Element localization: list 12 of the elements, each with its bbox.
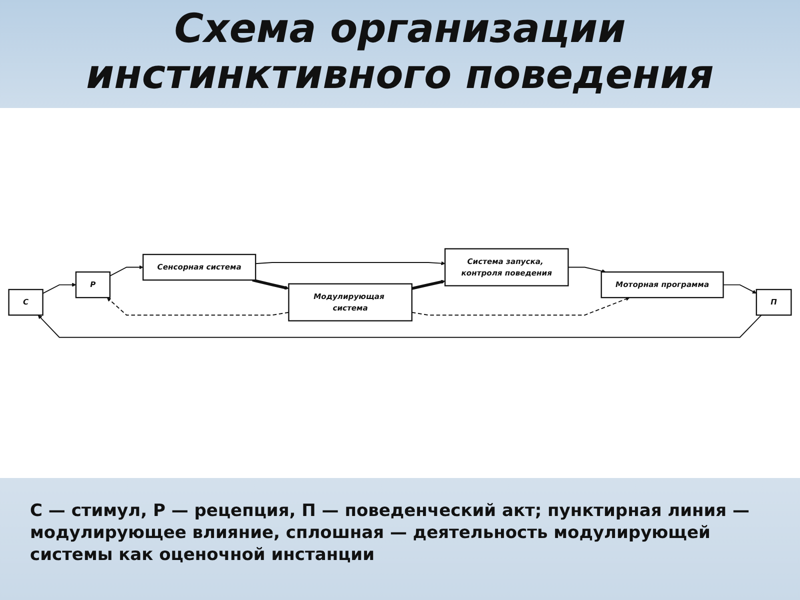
arrow (412, 280, 446, 290)
arrow (109, 265, 144, 276)
arrow (255, 261, 446, 266)
arrow (722, 284, 757, 294)
arrow (42, 282, 76, 294)
arrow (38, 314, 762, 338)
arrow (411, 296, 630, 316)
title: Схема организации инстинктивного поведения (85, 6, 715, 98)
arrow (106, 297, 290, 316)
arrow (568, 266, 606, 274)
caption: С — стимул, Р — рецепция, П — поведенческий акт; пунктирная линия — модулирующее влияние, сплошная — деятельность модулирующей системы как оценочной инстанции (30, 500, 751, 566)
arrow (252, 278, 289, 290)
